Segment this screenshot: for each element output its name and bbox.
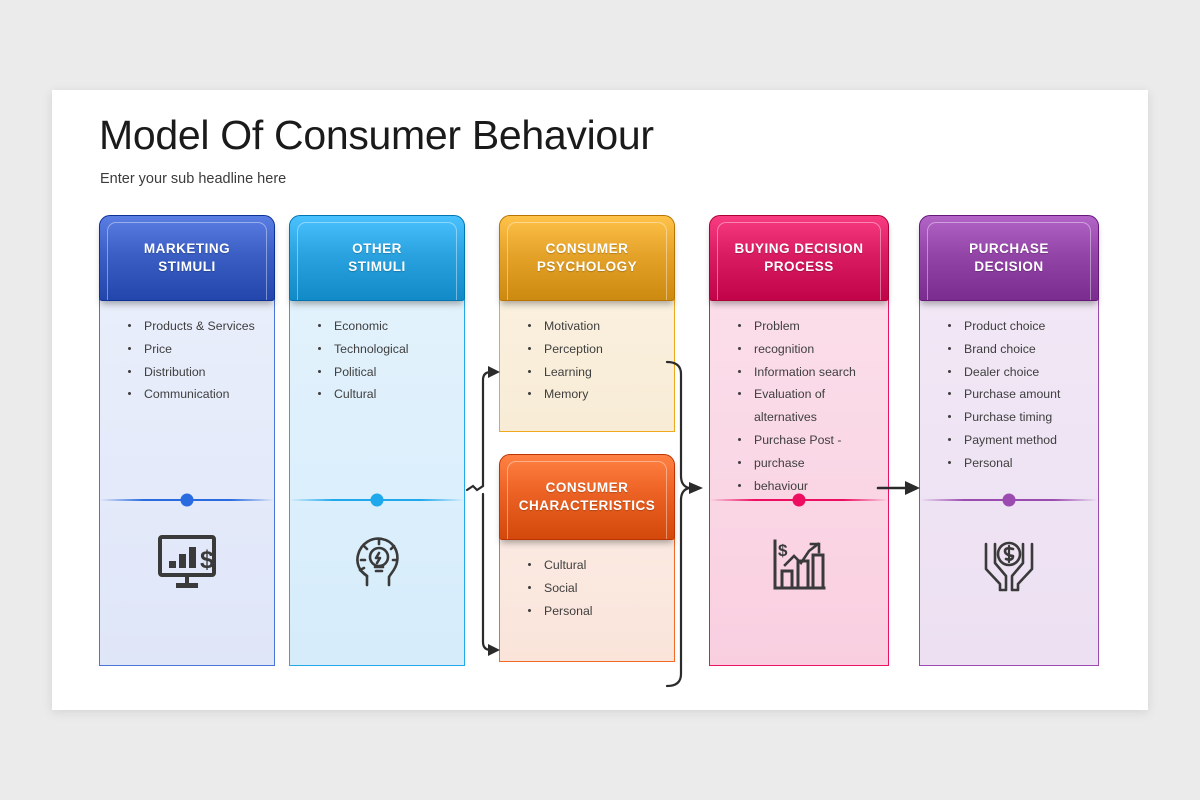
item-list-consumer-psychology: Motivation Perception Learning Memory — [500, 298, 674, 421]
list-item: Product choice — [946, 320, 1088, 343]
list-item: Economic — [316, 320, 454, 343]
item-list-buying-decision-process: Problem recognition Information search E… — [710, 298, 888, 512]
list-item: Price — [126, 343, 264, 366]
hands-coin-icon — [920, 536, 1098, 594]
list-item: Dealer choice — [946, 365, 1088, 389]
list-item: Communication — [126, 388, 264, 411]
list-item-continuation: alternatives — [754, 410, 817, 425]
svg-text:$: $ — [778, 541, 788, 560]
list-item: Purchase timing — [946, 411, 1088, 434]
list-item: Personal — [946, 457, 1088, 480]
item-list-marketing-stimuli: Products & Services Price Distribution C… — [100, 298, 274, 421]
slide-canvas: Model Of Consumer Behaviour Enter your s… — [52, 90, 1148, 710]
list-item: Cultural — [526, 559, 664, 582]
list-item: Technological — [316, 343, 454, 366]
branch-arrow-stimuli-to-psychology — [465, 366, 500, 656]
column-body-buying-decision-process: Problem recognition Information search E… — [709, 298, 889, 666]
page-subtitle: Enter your sub headline here — [100, 171, 287, 187]
list-item: Purchase amount — [946, 388, 1088, 411]
column-divider-purchase-decision — [920, 493, 1098, 506]
column-divider-marketing-stimuli — [100, 493, 274, 506]
list-item: Evaluation of — [736, 388, 878, 411]
list-item: Personal — [526, 604, 664, 628]
list-item: Political — [316, 365, 454, 389]
column-body-marketing-stimuli: Products & Services Price Distribution C… — [99, 298, 275, 666]
item-list-other-stimuli: Economic Technological Political Cultura… — [290, 298, 464, 421]
column-body-purchase-decision: Product choice Brand choice Dealer choic… — [919, 298, 1099, 666]
item-list-purchase-decision: Product choice Brand choice Dealer choic… — [920, 298, 1098, 490]
growth-chart-dollar-icon: $ — [710, 538, 888, 596]
list-item: recognition — [736, 343, 878, 366]
svg-text:$: $ — [200, 546, 214, 574]
column-body-consumer-psychology: Motivation Perception Learning Memory — [499, 298, 675, 432]
list-item: purchase — [736, 457, 878, 480]
list-item: Memory — [526, 388, 664, 411]
list-item: Social — [526, 582, 664, 605]
list-item: Learning — [526, 365, 664, 389]
list-item: Information search — [736, 365, 878, 389]
list-item: Distribution — [126, 365, 264, 389]
list-item: Motivation — [526, 320, 664, 343]
page-title: Model Of Consumer Behaviour — [99, 112, 654, 158]
column-body-other-stimuli: Economic Technological Political Cultura… — [289, 298, 465, 666]
list-item: Perception — [526, 343, 664, 366]
list-item: Purchase Post - — [736, 434, 878, 457]
column-divider-buying-decision-process — [710, 493, 888, 506]
list-item: Cultural — [316, 388, 454, 411]
list-item: Products & Services — [126, 320, 264, 343]
list-item: Payment method — [946, 434, 1088, 457]
column-divider-other-stimuli — [290, 493, 464, 506]
column-body-consumer-characteristics: Cultural Social Personal — [499, 537, 675, 662]
list-item: Problem — [736, 320, 878, 343]
list-item: Brand choice — [946, 343, 1088, 366]
item-list-consumer-characteristics: Cultural Social Personal — [500, 537, 674, 637]
head-lightbulb-icon — [290, 530, 464, 592]
monitor-chart-dollar-icon: $ — [100, 534, 274, 592]
list-item: behaviour — [736, 479, 878, 503]
